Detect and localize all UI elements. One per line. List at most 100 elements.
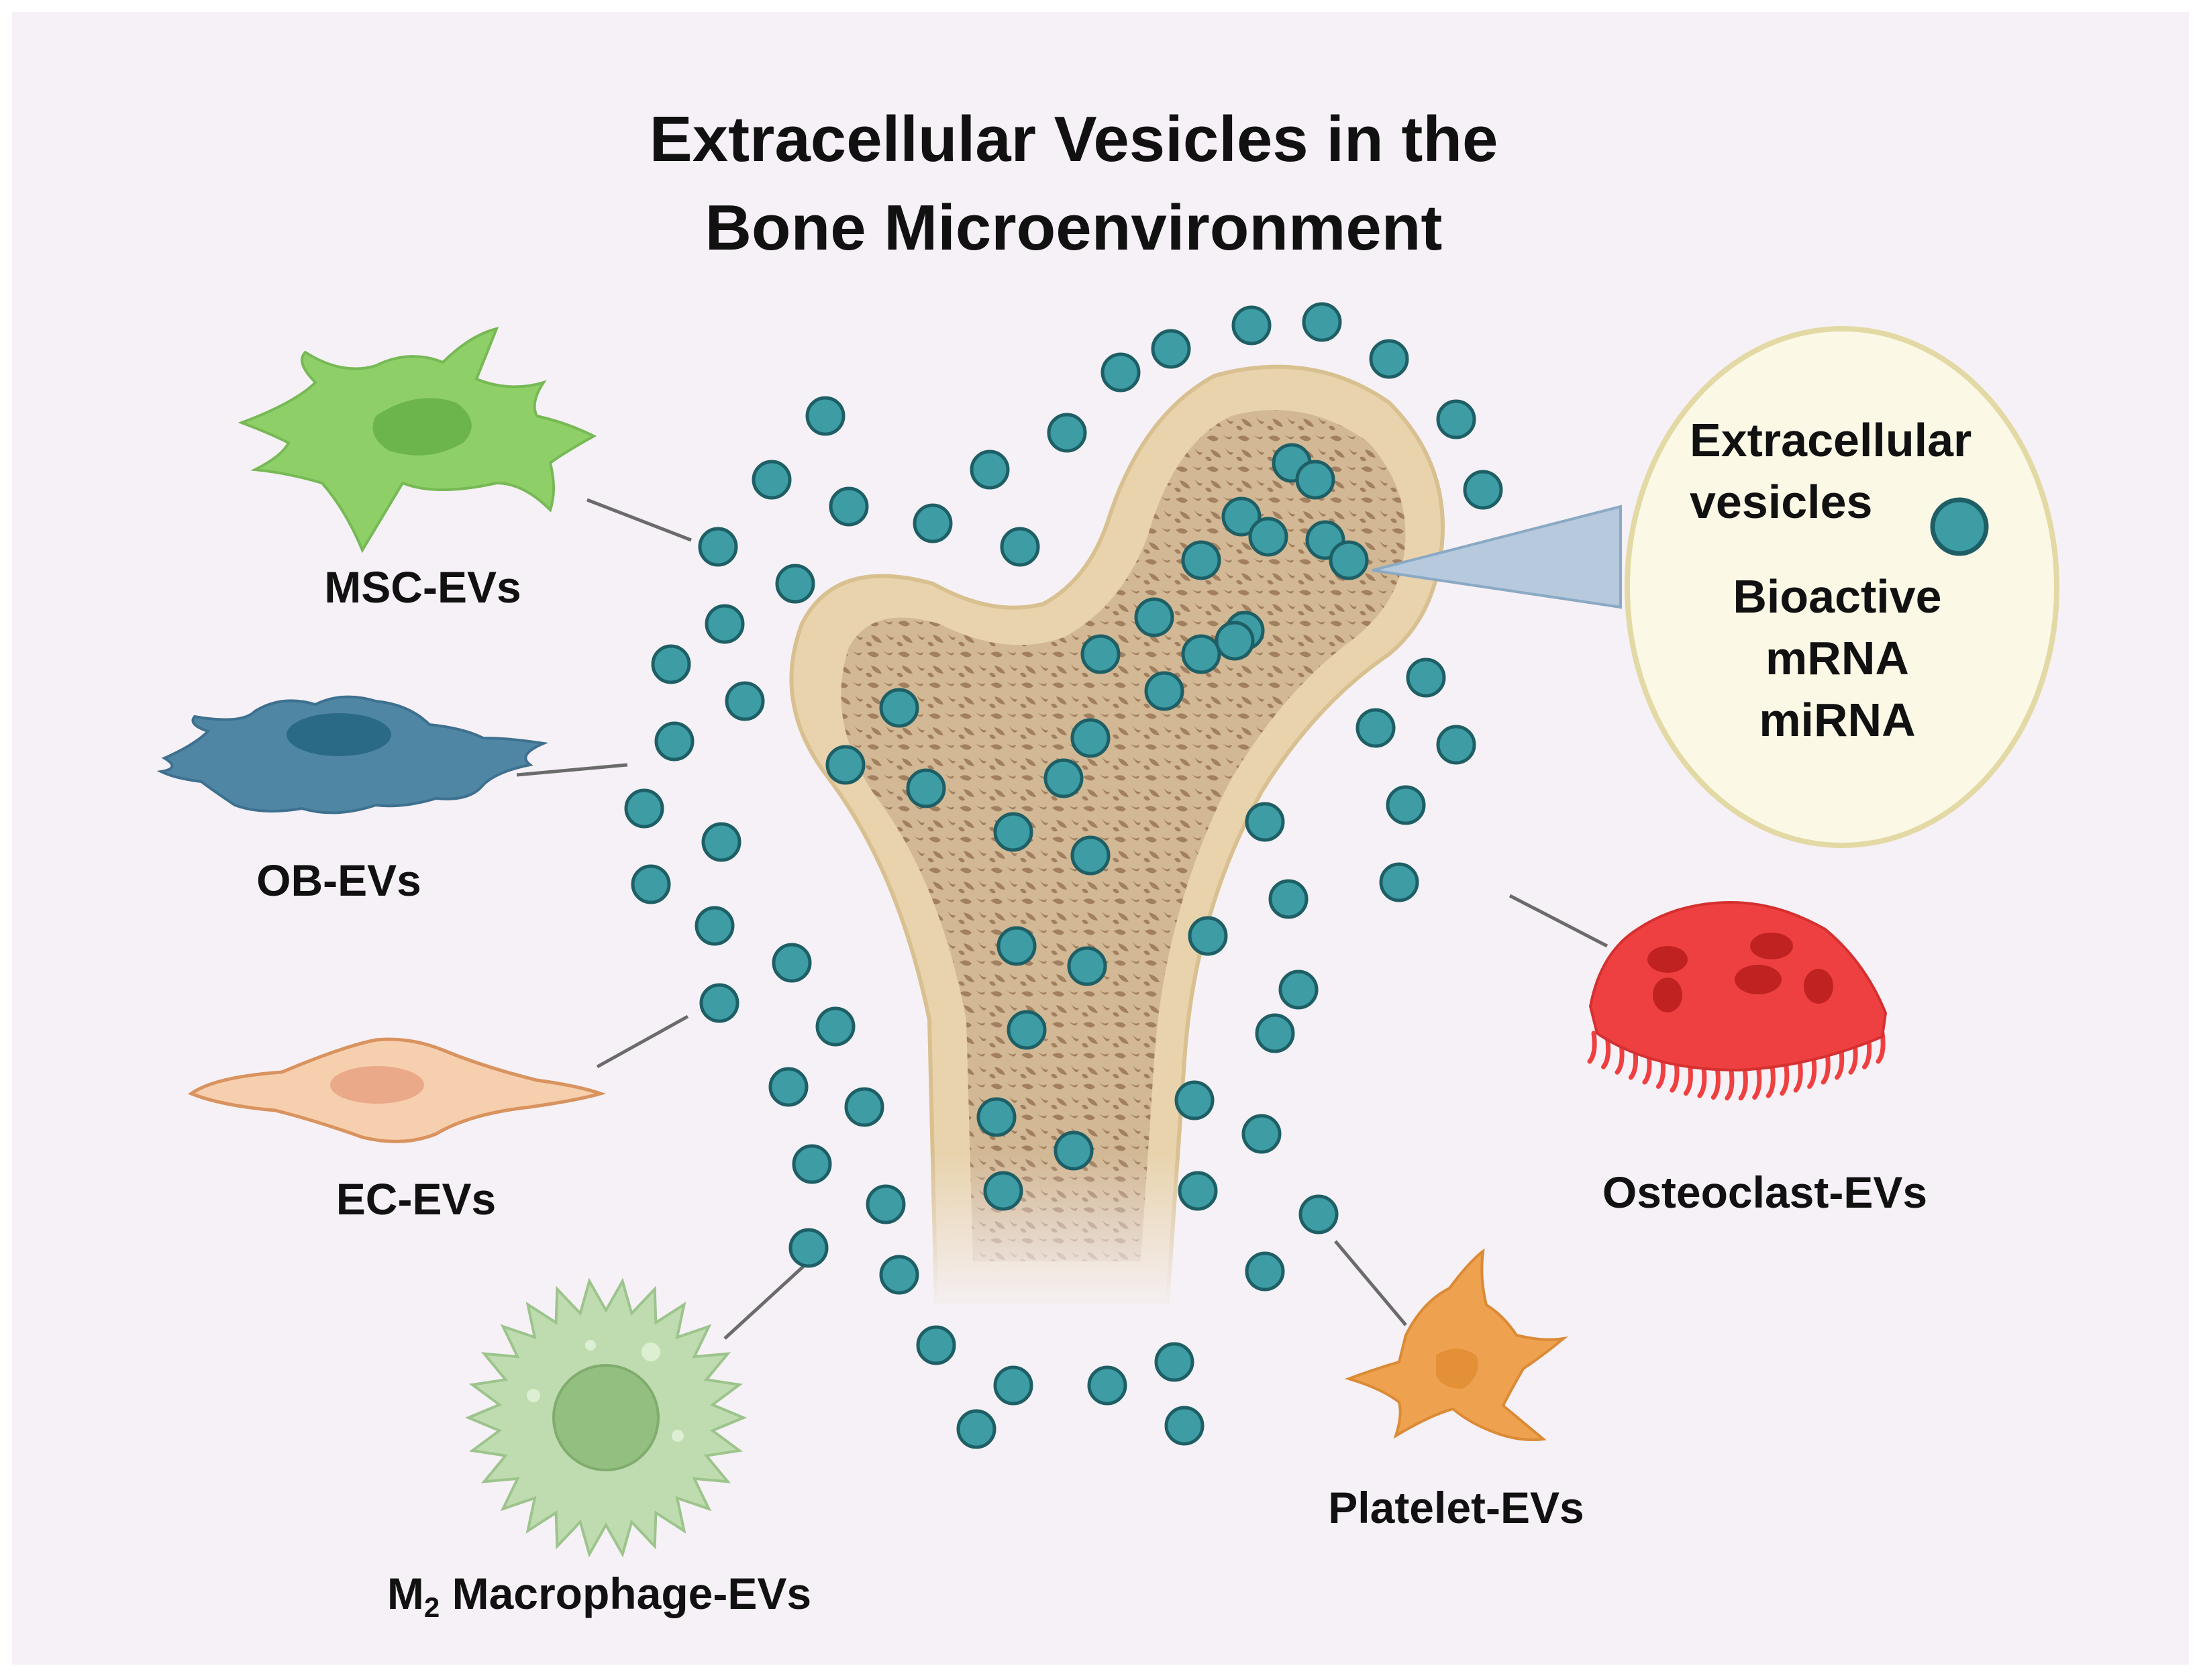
macrophage-vacuole bbox=[527, 1389, 540, 1402]
vesicle bbox=[1215, 621, 1255, 661]
vesicle bbox=[1178, 1171, 1218, 1211]
ec-connector bbox=[596, 1014, 689, 1069]
title-line-1: Extracellular Vesicles in the bbox=[650, 103, 1498, 175]
osteoclast-label: Osteoclast-EVs bbox=[1602, 1167, 1927, 1217]
vesicle bbox=[701, 822, 741, 862]
bone-fade bbox=[919, 1154, 1188, 1315]
vesicle bbox=[815, 1006, 856, 1047]
vesicle bbox=[1100, 352, 1141, 392]
vesicle bbox=[1174, 1080, 1215, 1120]
vesicle bbox=[654, 721, 695, 762]
vesicle bbox=[829, 486, 869, 527]
ob-cell bbox=[156, 695, 549, 815]
vesicle bbox=[1188, 916, 1228, 956]
msc-label: MSC-EVs bbox=[324, 562, 521, 612]
vesicle bbox=[1295, 460, 1335, 500]
bone-marrow bbox=[841, 410, 1406, 1261]
vesicle bbox=[1070, 718, 1111, 758]
vesicle bbox=[1154, 1342, 1194, 1382]
callout-item-mirna: miRNA bbox=[1759, 694, 1915, 746]
vesicle bbox=[1436, 725, 1476, 765]
callout-vesicle-icon bbox=[1930, 497, 1989, 556]
vesicle bbox=[1245, 802, 1285, 842]
vesicle bbox=[1054, 1131, 1094, 1171]
ec-label: EC-EVs bbox=[336, 1174, 496, 1224]
title-line-2: Bone Microenvironment bbox=[705, 192, 1443, 264]
vesicle bbox=[725, 681, 765, 721]
macrophage-label: M2 Macrophage-EVs bbox=[387, 1569, 811, 1623]
macrophage-connector bbox=[723, 1263, 807, 1340]
vesicle bbox=[956, 1409, 996, 1449]
msc-cell bbox=[238, 327, 597, 554]
platelet-granule bbox=[1436, 1349, 1478, 1389]
vesicle bbox=[916, 1325, 956, 1365]
callout-item-mrna: mRNA bbox=[1765, 632, 1909, 684]
callout-bubble bbox=[1625, 326, 2059, 848]
vesicle bbox=[1134, 597, 1174, 637]
vesicle bbox=[805, 396, 846, 436]
vesicle bbox=[983, 1171, 1023, 1211]
vesicle bbox=[1463, 470, 1503, 510]
vesicle bbox=[866, 1184, 906, 1224]
vesicle bbox=[1386, 785, 1426, 825]
callout-title-line-1: Extracellular bbox=[1690, 414, 1972, 466]
macrophage-vacuole bbox=[672, 1430, 684, 1442]
vesicle bbox=[825, 745, 866, 785]
macrophage-cell bbox=[464, 1277, 748, 1558]
vesicle bbox=[1298, 1194, 1339, 1235]
msc-nucleus bbox=[372, 398, 472, 456]
vesicle bbox=[752, 460, 792, 500]
vesicle bbox=[1164, 1406, 1205, 1446]
callout-pointer bbox=[1372, 505, 1622, 609]
vesicle bbox=[970, 450, 1010, 490]
vesicle bbox=[1268, 879, 1309, 919]
vesicle bbox=[651, 644, 691, 684]
vesicle bbox=[705, 604, 745, 644]
vesicle bbox=[792, 1144, 832, 1184]
vesicle bbox=[1406, 658, 1446, 698]
osteoclast-nucleus bbox=[1653, 978, 1682, 1012]
vesicle bbox=[768, 1067, 809, 1107]
vesicle bbox=[775, 564, 815, 604]
macrophage-vacuole bbox=[585, 1340, 596, 1351]
vesicle bbox=[1043, 758, 1084, 798]
vesicle-group bbox=[624, 302, 1503, 1449]
vesicle bbox=[1000, 527, 1040, 567]
callout-title-line-2: vesicles bbox=[1690, 476, 1872, 528]
osteoclast-cell bbox=[1587, 900, 1888, 1101]
vesicle bbox=[1070, 835, 1111, 876]
macrophage-vacuole bbox=[642, 1343, 660, 1361]
vesicle bbox=[879, 1255, 919, 1295]
vesicle bbox=[624, 788, 664, 829]
vesicle bbox=[1047, 413, 1087, 453]
vesicle bbox=[913, 503, 953, 543]
vesicle bbox=[1329, 540, 1369, 580]
vesicle bbox=[906, 768, 946, 808]
macrophage-label-prefix: M bbox=[387, 1569, 424, 1618]
vesicle bbox=[1436, 399, 1476, 439]
vesicle bbox=[1067, 946, 1107, 986]
osteoclast-nucleus bbox=[1647, 946, 1688, 973]
vesicle bbox=[699, 983, 739, 1023]
vesicle bbox=[1248, 517, 1288, 557]
vesicle bbox=[1278, 969, 1319, 1010]
vesicle bbox=[1080, 634, 1121, 674]
ob-connector bbox=[516, 763, 628, 777]
vesicle bbox=[695, 906, 735, 946]
platelet-label: Platelet-EVs bbox=[1328, 1483, 1584, 1532]
vesicle bbox=[1241, 1114, 1282, 1154]
vesicle bbox=[788, 1228, 829, 1268]
osteoclast-nucleus bbox=[1804, 969, 1833, 1004]
vesicle bbox=[1379, 862, 1419, 902]
vesicle bbox=[772, 943, 812, 983]
osteoclast-connector bbox=[1508, 894, 1608, 948]
macrophage-nucleus bbox=[552, 1364, 660, 1471]
osteoclast-nucleus bbox=[1750, 933, 1793, 959]
macrophage-label-subscript: 2 bbox=[424, 1591, 440, 1623]
osteoclast-nucleus bbox=[1735, 965, 1782, 994]
vesicle bbox=[976, 1097, 1017, 1137]
msc-connector bbox=[586, 498, 692, 542]
vesicle bbox=[1144, 671, 1184, 711]
platelet-cell-body bbox=[1344, 1248, 1568, 1441]
